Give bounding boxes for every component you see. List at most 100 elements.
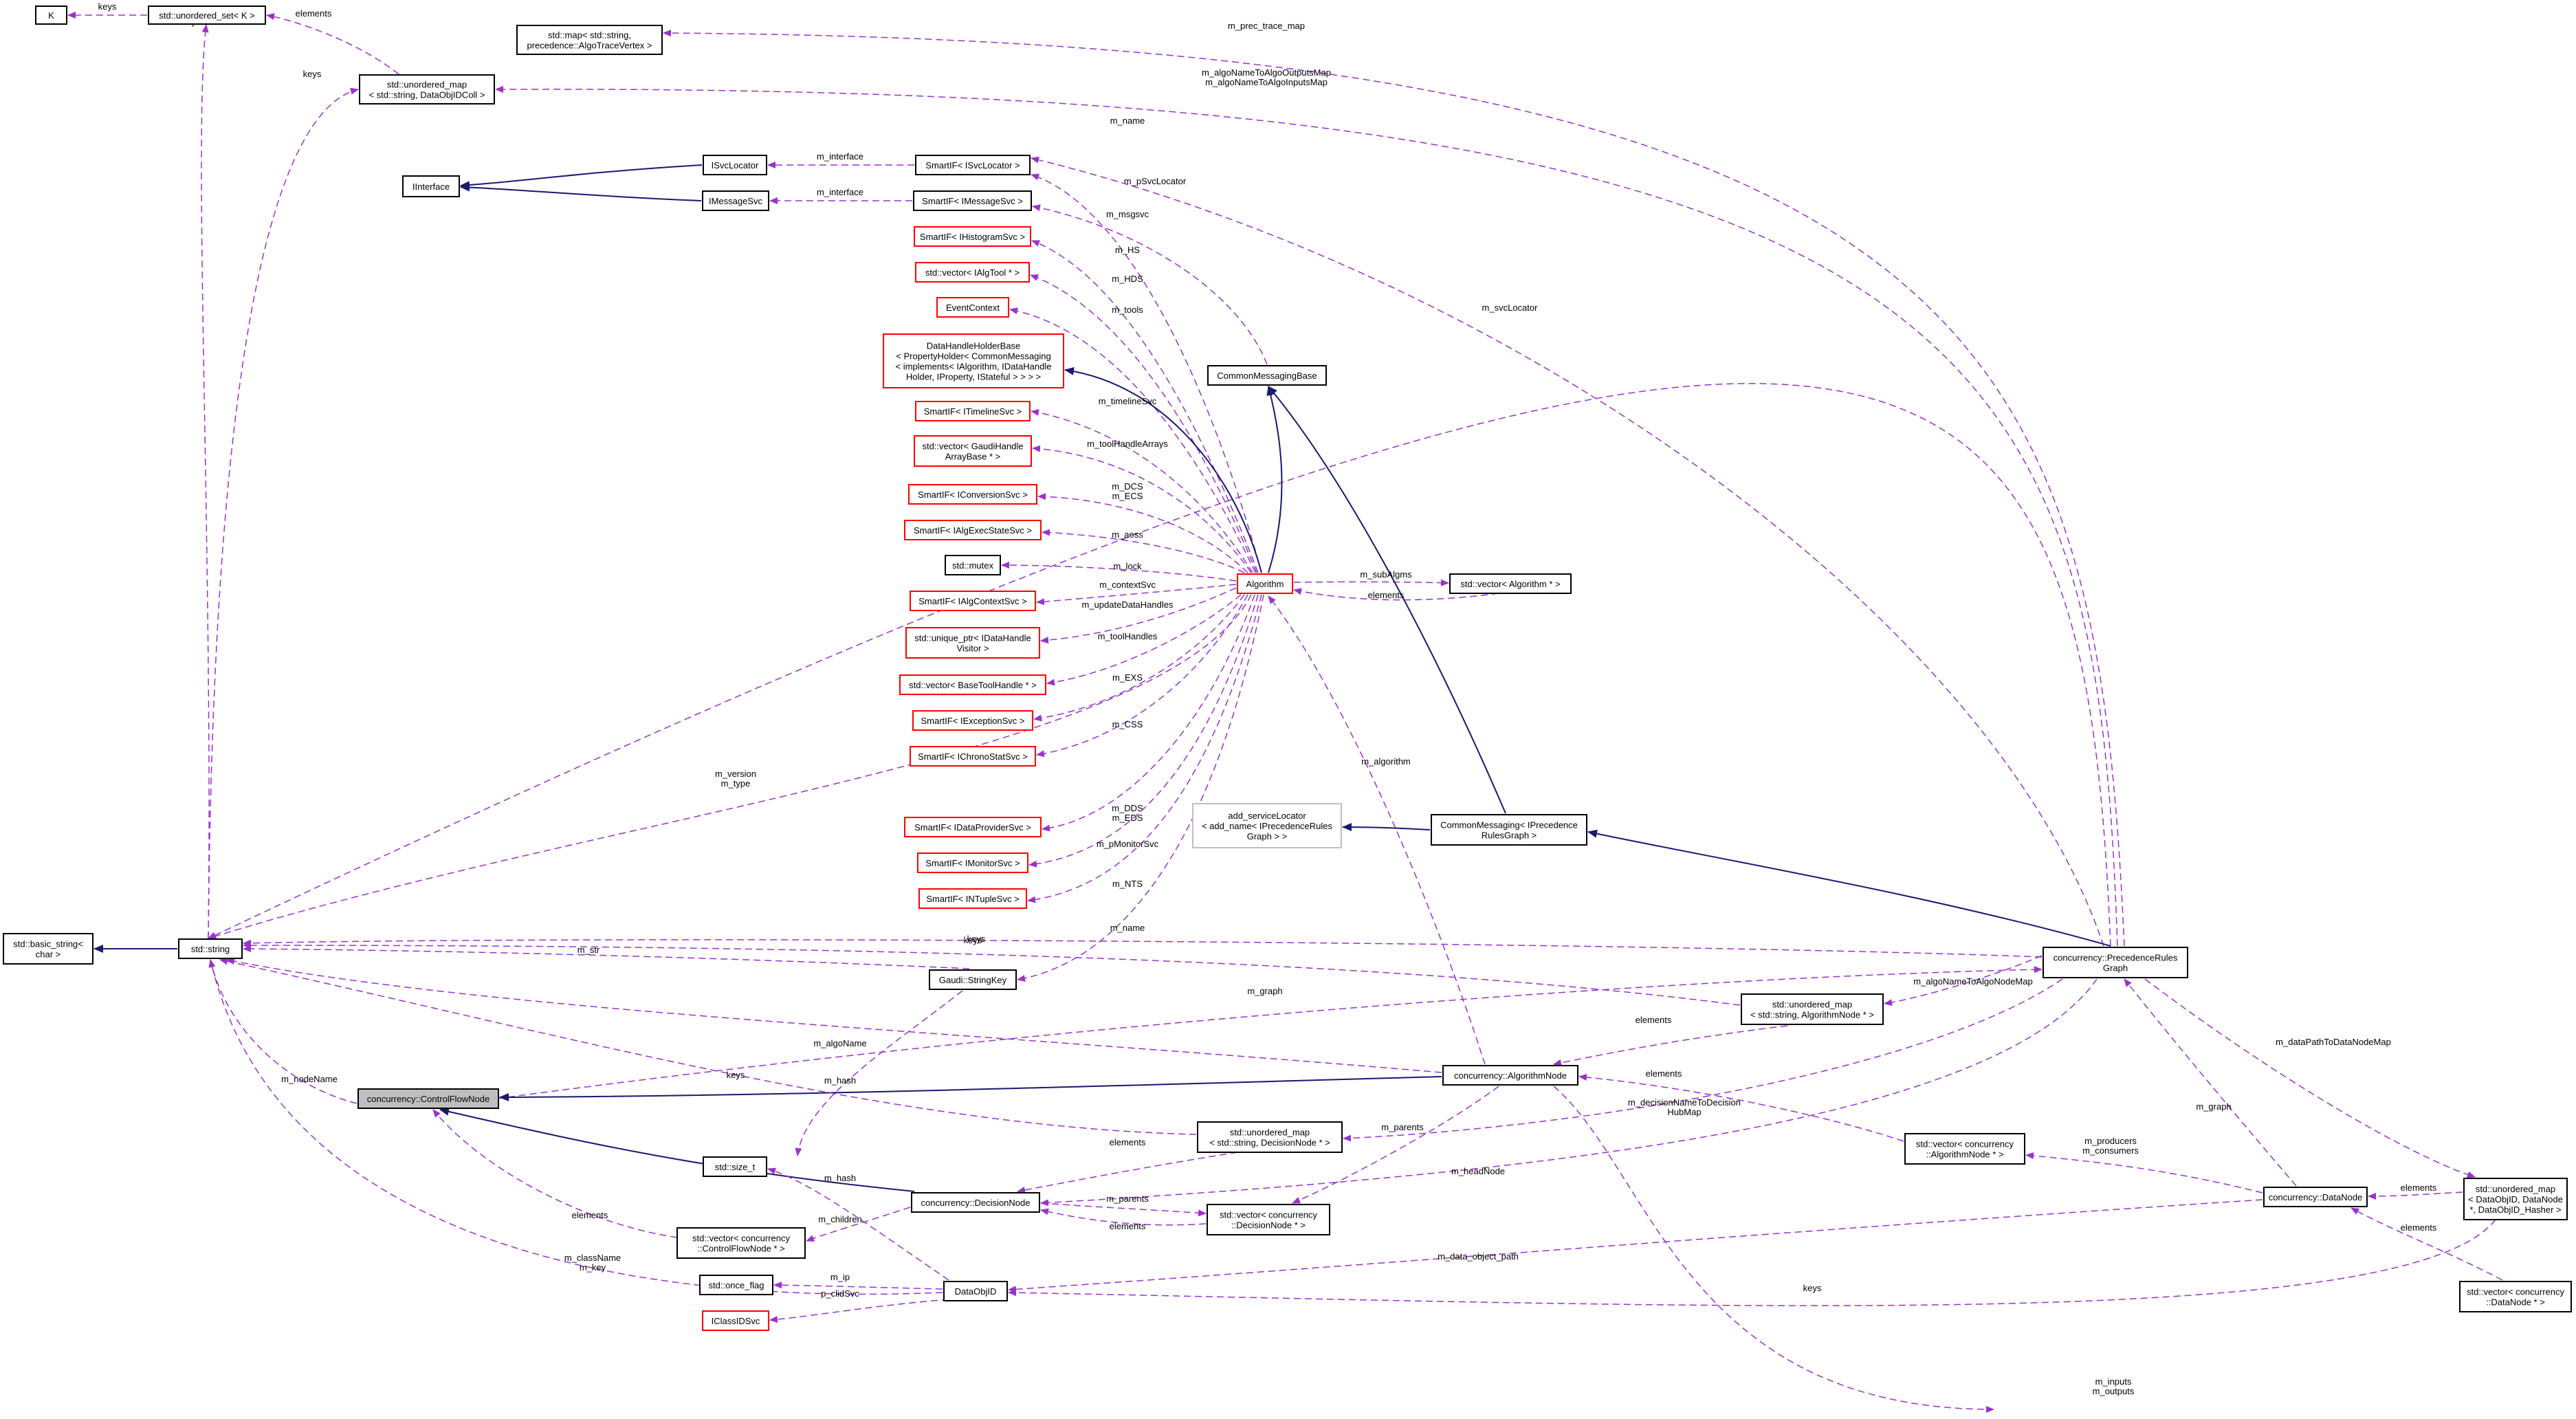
node-vector-algorithm[interactable]: std::vector< Algorithm * > bbox=[1449, 573, 1572, 594]
edge-algorithm-to-datahandleholderbase bbox=[1064, 366, 1262, 573]
node-algorithmnode[interactable]: concurrency::AlgorithmNode bbox=[1442, 1065, 1578, 1086]
edge-label: m_key bbox=[580, 1262, 606, 1273]
edge-line bbox=[499, 1076, 1442, 1101]
node-smartif-idataprovidersvc[interactable]: SmartIF< IDataProviderSvc > bbox=[904, 817, 1042, 837]
node-std-once-flag[interactable]: std::once_flag bbox=[699, 1275, 773, 1295]
edge-label: m_toolHandleArrays bbox=[1087, 439, 1168, 449]
node-box bbox=[402, 175, 460, 197]
edge-line bbox=[2351, 1207, 2503, 1281]
node-box bbox=[703, 1156, 767, 1177]
edge-algorithm-to-smartif_itimelinesvc: m_timelineSvc bbox=[1031, 396, 1253, 573]
node-isvclocator[interactable]: ISvcLocator bbox=[703, 155, 767, 175]
edge-umap_decisionnode-to-decisionnode: elements bbox=[1017, 1137, 1238, 1194]
node-std-size-t[interactable]: std::size_t bbox=[703, 1156, 767, 1177]
node-smartif-imonitorsvc[interactable]: SmartIF< IMonitorSvc > bbox=[917, 852, 1028, 873]
edge-label: m_ECS bbox=[1112, 491, 1143, 501]
node-label: SmartIF< IChronoStatSvc > bbox=[918, 751, 1028, 762]
edge-label: m_svcLocator bbox=[1482, 302, 1539, 313]
node-add-servicelocator[interactable]: add_serviceLocator< add_name< IPrecedenc… bbox=[1192, 803, 1342, 848]
node-smartif-itimelinesvc[interactable]: SmartIF< ITimelineSvc > bbox=[915, 401, 1031, 421]
edge-precedencerulesgraph-to-umap_dataobjidcoll: m_algoNameToAlgoOutputsMapm_algoNameToAl… bbox=[495, 67, 2118, 947]
node-vector-datanode[interactable]: std::vector< concurrency::DataNode * > bbox=[2459, 1281, 2572, 1312]
node-smartif-isvclocator[interactable]: SmartIF< ISvcLocator > bbox=[915, 155, 1031, 175]
edge-controlflownode-to-precedencerulesgraph: m_graph bbox=[496, 966, 2043, 1099]
node-datanode[interactable]: concurrency::DataNode bbox=[2263, 1187, 2368, 1207]
node-unordered-set[interactable]: std::unordered_set< K > bbox=[148, 6, 266, 25]
node-iclassidsvc[interactable]: IClassIDSvc bbox=[702, 1310, 769, 1331]
node-smartif-iconversionsvc[interactable]: SmartIF< IConversionSvc > bbox=[908, 484, 1037, 505]
edge-line bbox=[1032, 204, 1268, 365]
node-K[interactable]: K bbox=[35, 6, 67, 25]
node-smartif-imessagesvc[interactable]: SmartIF< IMessageSvc > bbox=[913, 190, 1032, 211]
node-dataobjid[interactable]: DataObjID bbox=[943, 1281, 1008, 1301]
node-std-mutex[interactable]: std::mutex bbox=[945, 555, 1001, 575]
node-label: ISvcLocator bbox=[712, 160, 759, 170]
node-iinterface[interactable]: IInterface bbox=[402, 175, 460, 197]
node-vector-controlflownode[interactable]: std::vector< concurrency::ControlFlowNod… bbox=[676, 1227, 806, 1259]
node-box bbox=[899, 674, 1046, 695]
edge-line bbox=[1031, 240, 1259, 573]
node-smartif-intuplesvc[interactable]: SmartIF< INTupleSvc > bbox=[918, 888, 1027, 909]
node-commonmessagingbase[interactable]: CommonMessagingBase bbox=[1207, 365, 1327, 386]
node-eventcontext[interactable]: EventContext bbox=[936, 297, 1009, 318]
edge-line bbox=[226, 958, 1442, 1073]
node-smartif-ichronostatsvc[interactable]: SmartIF< IChronoStatSvc > bbox=[910, 746, 1036, 767]
edge-label: m_headNode bbox=[1451, 1166, 1505, 1176]
node-label: SmartIF< IConversionSvc > bbox=[918, 490, 1028, 500]
edge-line bbox=[2368, 1191, 2463, 1200]
edge-label: m_tools bbox=[1112, 305, 1143, 315]
node-vector-algorithmnode[interactable]: std::vector< concurrency::AlgorithmNode … bbox=[1904, 1133, 2025, 1165]
node-label: Algorithm bbox=[1246, 579, 1284, 589]
edge-vector_controlflownode-to-controlflownode: elements bbox=[432, 1109, 678, 1238]
edge-algorithmnode-to-algorithm: m_algorithm bbox=[1268, 595, 1486, 1065]
node-box bbox=[910, 591, 1036, 611]
node-label: std::vector< BaseToolHandle * > bbox=[909, 680, 1037, 690]
node-controlflownode[interactable]: concurrency::ControlFlowNode bbox=[357, 1088, 499, 1109]
node-gaudi-stringkey[interactable]: Gaudi::StringKey bbox=[929, 969, 1017, 990]
edge-line bbox=[1036, 584, 1237, 606]
node-smartif-ialgexecstatesvc[interactable]: SmartIF< IAlgExecStateSvc > bbox=[904, 520, 1042, 540]
edge-datanode-to-precedencerulesgraph: m_graph bbox=[2124, 978, 2297, 1187]
node-umap-dataobjidcoll[interactable]: std::unordered_map< std::string, DataObj… bbox=[359, 74, 495, 104]
edge-line bbox=[1040, 1202, 1207, 1217]
node-std-string[interactable]: std::string bbox=[178, 938, 243, 959]
node-label: std::unique_ptr< IDataHandle bbox=[914, 633, 1031, 644]
node-label: std::unordered_set< K > bbox=[159, 10, 254, 21]
edge-label: m_DCS bbox=[1112, 481, 1143, 492]
node-vector-decisionnode[interactable]: std::vector< concurrency::DecisionNode *… bbox=[1207, 1204, 1330, 1235]
node-decisionnode[interactable]: concurrency::DecisionNode bbox=[911, 1192, 1040, 1213]
node-box bbox=[1449, 573, 1572, 594]
node-smartif-ialgcontextsvc[interactable]: SmartIF< IAlgContextSvc > bbox=[910, 591, 1036, 611]
edge-label: m_pSvcLocator bbox=[1124, 176, 1187, 186]
node-label: SmartIF< IAlgExecStateSvc > bbox=[914, 525, 1032, 536]
node-box bbox=[911, 1192, 1040, 1213]
edge-algorithm-to-smartif_ichronostatsvc: m_CSS bbox=[1036, 594, 1248, 758]
edge-umap_dataobjid-to-datanode: elements bbox=[2368, 1182, 2463, 1200]
edge-algorithm-to-smartif_isvclocator: m_pSvcLocator bbox=[1031, 173, 1262, 573]
node-label: Holder, IProperty, IStateful > > > > bbox=[906, 372, 1041, 382]
node-vector-basetoolhandle[interactable]: std::vector< BaseToolHandle * > bbox=[899, 674, 1046, 695]
node-vector-ialgtool[interactable]: std::vector< IAlgTool * > bbox=[915, 262, 1030, 283]
node-basic-string[interactable]: std::basic_string<char > bbox=[3, 933, 93, 965]
node-umap-dataobjid[interactable]: std::unordered_map< DataObjID, DataNode*… bbox=[2463, 1178, 2568, 1220]
node-smartif-ihistogramsvc[interactable]: SmartIF< IHistogramSvc > bbox=[914, 226, 1031, 247]
node-smartif-iexceptionsvc[interactable]: SmartIF< IExceptionSvc > bbox=[912, 710, 1033, 731]
node-algorithm[interactable]: Algorithm bbox=[1237, 573, 1293, 594]
node-umap-algorithmnode[interactable]: std::unordered_map< std::string, Algorit… bbox=[1741, 993, 1884, 1025]
node-map-trace[interactable]: std::map< std::string,precedence::AlgoTr… bbox=[516, 25, 663, 55]
node-label: std::unordered_map bbox=[2476, 1184, 2555, 1194]
node-datahandleholderbase[interactable]: DataHandleHolderBase< PropertyHolder< Co… bbox=[883, 333, 1064, 388]
edge-line bbox=[773, 1282, 943, 1290]
edge-controlflownode-to-std_string: m_nodeName bbox=[208, 959, 357, 1104]
node-umap-decisionnode[interactable]: std::unordered_map< std::string, Decisio… bbox=[1197, 1121, 1343, 1153]
node-imessagesvc[interactable]: IMessageSvc bbox=[702, 190, 769, 211]
node-label: DataHandleHolderBase bbox=[927, 341, 1021, 351]
edge-label: m_inputs bbox=[2095, 1376, 2132, 1387]
